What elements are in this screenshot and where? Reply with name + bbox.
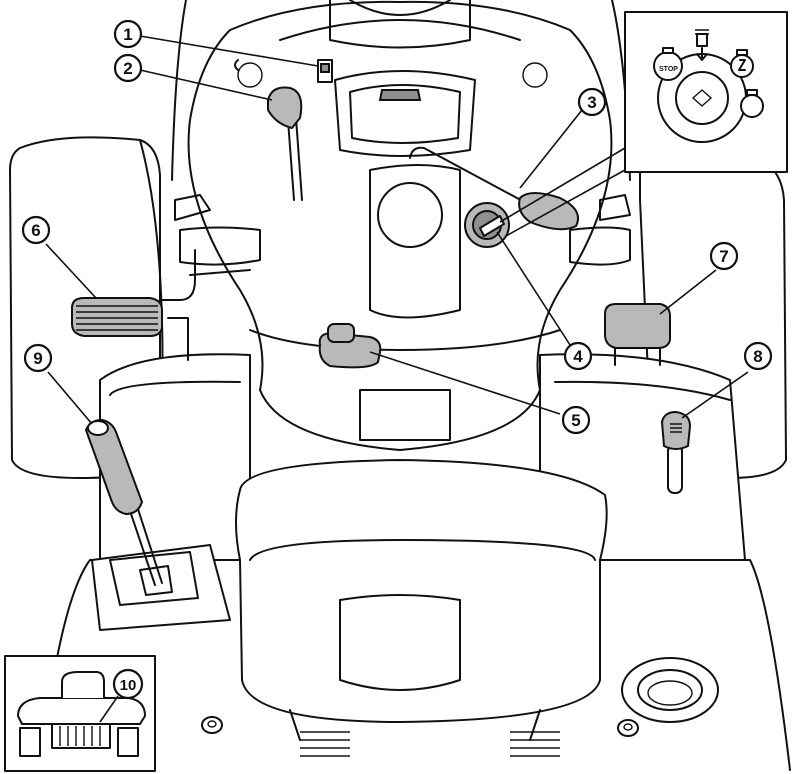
fuel-filler [622,658,718,722]
callout-1-label: 1 [123,25,132,44]
seat [236,460,607,740]
callout-5: 5 [563,407,589,433]
callout-7: 7 [711,243,737,269]
callout-10: 10 [114,670,142,698]
callout-2-label: 2 [123,59,132,78]
callout-6-label: 6 [31,221,40,240]
callout-3-label: 3 [587,93,596,112]
callout-1: 1 [115,21,141,47]
callout-3: 3 [579,89,605,115]
bolt-left [202,717,222,733]
callout-6: 6 [23,217,49,243]
parking-switch [318,60,332,82]
callout-9: 9 [25,345,51,371]
bolt-right [618,720,638,736]
stop-label: STOP [659,66,678,73]
callout-4: 4 [565,343,591,369]
seat-springs [300,732,560,756]
headlights-icon [695,30,709,60]
callout-8-label: 8 [753,347,762,366]
callout-4-label: 4 [573,347,583,366]
callout-10-label: 10 [120,677,137,694]
callout-2: 2 [115,55,141,81]
callout-9-label: 9 [33,349,42,368]
callout-7-label: 7 [719,247,728,266]
callout-8: 8 [745,343,771,369]
callout-5-label: 5 [571,411,580,430]
